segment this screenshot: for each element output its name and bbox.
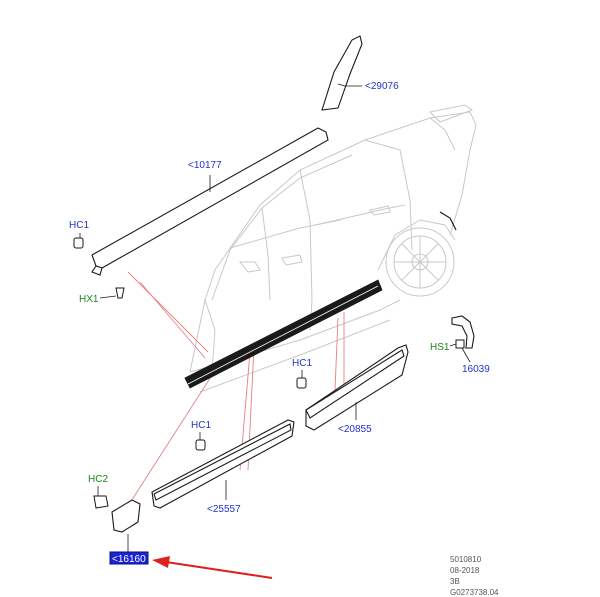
clip-hc2[interactable] <box>93 486 109 509</box>
front-door-moulding-25557[interactable] <box>151 419 295 509</box>
rear-arch-trim <box>439 211 457 231</box>
vehicle-outline <box>189 104 477 393</box>
fastener-label-hs1: HS1 <box>430 342 450 353</box>
fastener-label-hc1-a: HC1 <box>69 220 89 231</box>
part-label-29076: <29076 <box>365 81 399 92</box>
wheel-arch-moulding-29076[interactable] <box>321 35 363 111</box>
meta-line-3: 3B <box>450 577 460 586</box>
part-label-20855: <20855 <box>338 424 372 435</box>
part-label-25557: <25557 <box>207 504 241 515</box>
clip-hc1-rear-door[interactable] <box>296 370 307 389</box>
sill-moulding-10177[interactable] <box>91 127 329 276</box>
part-label-16039: 16039 <box>462 364 490 375</box>
red-pointer-arrow <box>152 556 273 579</box>
clip-hs1[interactable] <box>449 339 465 349</box>
rear-door-moulding-20855[interactable] <box>305 344 409 431</box>
part-label-10177: <10177 <box>188 160 222 171</box>
meta-line-4: G0273738.04 <box>450 588 499 597</box>
meta-line-1: 5010810 <box>450 555 482 564</box>
body-side-trim-strip <box>184 279 383 389</box>
meta-line-2: 08-2018 <box>450 566 480 575</box>
clip-hx1[interactable] <box>99 287 125 299</box>
highlighted-part-number[interactable]: <16160 <box>109 551 149 565</box>
clip-hc1-front-door[interactable] <box>195 432 206 451</box>
reference-metadata: 5010810 08-2018 3B G0273738.04 <box>450 555 499 597</box>
wheel-arch-bracket-16039[interactable] <box>451 315 475 363</box>
clip-hc1-sill[interactable] <box>73 233 84 249</box>
part-label-16160: <16160 <box>112 554 146 565</box>
front-end-cap-16160[interactable] <box>111 499 141 552</box>
fastener-label-hx1: HX1 <box>79 294 99 305</box>
fastener-label-hc1-b: HC1 <box>292 358 312 369</box>
fastener-label-hc2: HC2 <box>88 474 108 485</box>
fastener-label-hc1-c: HC1 <box>191 420 211 431</box>
